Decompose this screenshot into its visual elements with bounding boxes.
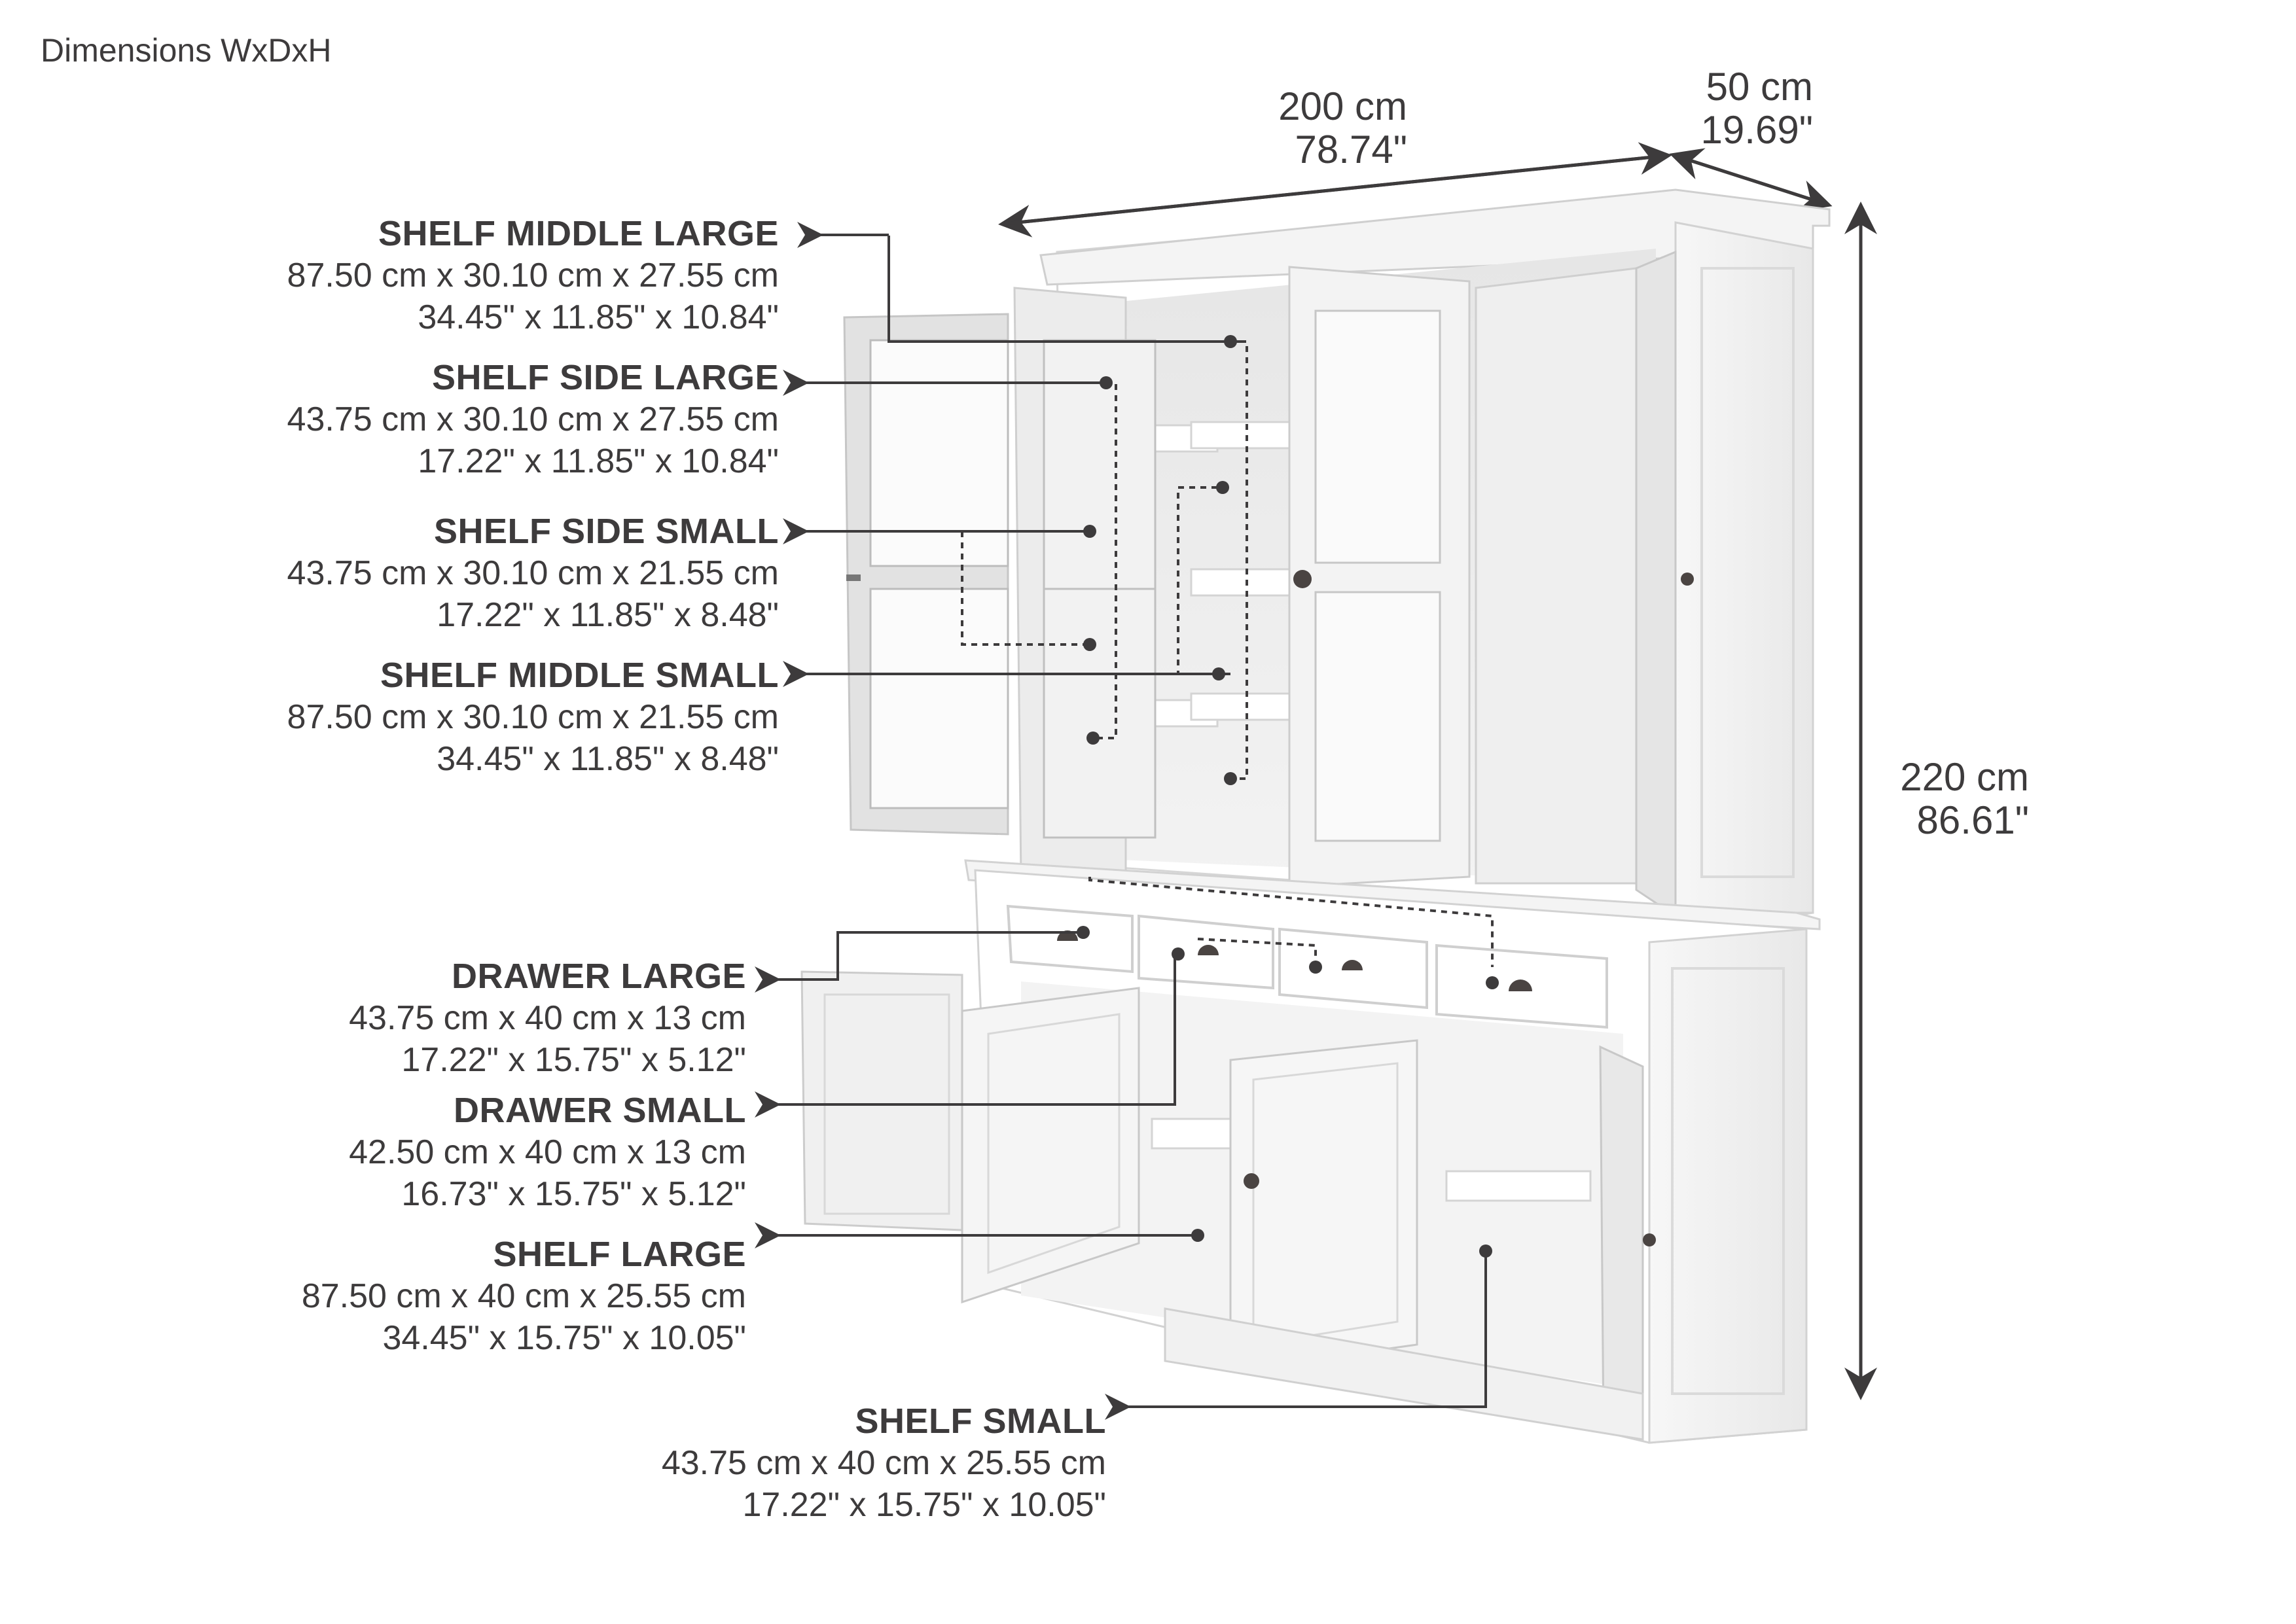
label-shelf-side-large: SHELF SIDE LARGE 43.75 cm x 30.10 cm x 2… [164, 357, 779, 482]
height-cm: 220 cm [1900, 755, 2029, 799]
leader-lines [755, 222, 1487, 1420]
label-shelf-large: SHELF LARGE 87.50 cm x 40 cm x 25.55 cm … [164, 1233, 746, 1359]
part-cm: 87.50 cm x 30.10 cm x 27.55 cm [287, 256, 779, 294]
lower-door-1 [800, 970, 963, 1231]
part-in: 17.22" x 11.85" x 10.84" [418, 442, 779, 480]
lower-door-2 [961, 987, 1140, 1304]
part-cm: 43.75 cm x 30.10 cm x 21.55 cm [287, 554, 779, 592]
label-drawer-small: DRAWER SMALL 42.50 cm x 40 cm x 13 cm 16… [164, 1089, 746, 1215]
upper-hutch [843, 188, 1831, 930]
height-dimension: 220 cm 86.61" [1846, 756, 2029, 842]
leader-dots [1077, 335, 1499, 1258]
height-in: 86.61" [1916, 798, 2029, 842]
glass-door-2 [1013, 287, 1157, 878]
part-in: 17.22" x 15.75" x 10.05" [742, 1486, 1106, 1524]
glass-door-3 [1288, 266, 1471, 888]
part-name: SHELF SIDE SMALL [433, 512, 779, 551]
part-in: 34.45" x 11.85" x 10.84" [418, 298, 779, 336]
width-dimension: 200 cm 78.74" [1211, 85, 1407, 171]
diagram-title: Dimensions WxDxH [41, 32, 332, 69]
label-shelf-side-small: SHELF SIDE SMALL 43.75 cm x 30.10 cm x 2… [164, 510, 779, 636]
depth-in: 19.69" [1700, 108, 1813, 152]
part-cm: 43.75 cm x 30.10 cm x 27.55 cm [287, 400, 779, 438]
part-name: SHELF SMALL [855, 1402, 1106, 1441]
open-glass-door-left [843, 313, 1009, 836]
part-cm: 43.75 cm x 40 cm x 13 cm [349, 999, 746, 1037]
label-shelf-middle-small: SHELF MIDDLE SMALL 87.50 cm x 30.10 cm x… [164, 654, 779, 780]
part-name: SHELF MIDDLE LARGE [378, 214, 779, 253]
part-in: 17.22" x 15.75" x 5.12" [401, 1041, 746, 1079]
depth-dimension: 50 cm 19.69" [1636, 65, 1813, 152]
part-cm: 43.75 cm x 40 cm x 25.55 cm [661, 1444, 1106, 1482]
glass-door-4 [1475, 250, 1694, 918]
dimension-arrows [998, 142, 1877, 1400]
label-drawer-large: DRAWER LARGE 43.75 cm x 40 cm x 13 cm 17… [164, 955, 746, 1081]
part-name: SHELF SIDE LARGE [431, 358, 779, 397]
label-shelf-middle-large: SHELF MIDDLE LARGE 87.50 cm x 30.10 cm x… [164, 213, 779, 338]
part-in: 34.45" x 11.85" x 8.48" [437, 740, 779, 778]
label-shelf-small: SHELF SMALL 43.75 cm x 40 cm x 25.55 cm … [524, 1400, 1106, 1526]
part-cm: 42.50 cm x 40 cm x 13 cm [349, 1133, 746, 1171]
part-cm: 87.50 cm x 30.10 cm x 21.55 cm [287, 698, 779, 736]
part-in: 17.22" x 11.85" x 8.48" [437, 596, 779, 634]
part-cm: 87.50 cm x 40 cm x 25.55 cm [301, 1277, 746, 1315]
part-name: DRAWER SMALL [454, 1091, 746, 1130]
width-cm: 200 cm [1278, 84, 1407, 128]
part-name: SHELF LARGE [493, 1235, 746, 1274]
width-in: 78.74" [1295, 128, 1407, 171]
lower-door-3 [1229, 1039, 1418, 1372]
part-name: DRAWER LARGE [452, 957, 746, 996]
lower-cabinet [800, 869, 1808, 1444]
part-in: 34.45" x 15.75" x 10.05" [382, 1319, 746, 1357]
part-name: SHELF MIDDLE SMALL [380, 656, 779, 695]
part-in: 16.73" x 15.75" x 5.12" [401, 1175, 746, 1213]
depth-cm: 50 cm [1706, 65, 1813, 109]
